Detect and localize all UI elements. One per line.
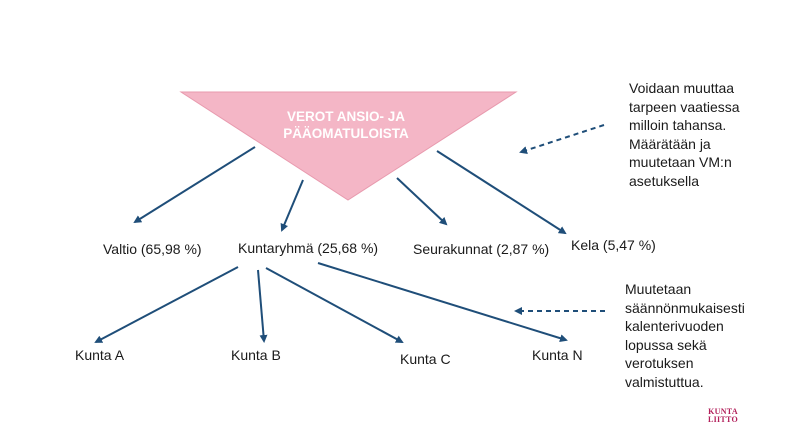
arrow-to-kuntaryhma [280,179,304,232]
kuntaliitto-logo: KUNTA LIITTO [700,408,746,424]
municipality-c: Kunta C [400,351,451,367]
tax-triangle [179,91,518,201]
note-bottom: Muutetaan säännönmukaisesti kalenterivuo… [625,281,745,390]
note-top: Voidaan muuttaa tarpeen vaatiessa milloi… [629,80,740,189]
recipient-kuntaryhma: Kuntaryhmä (25,68 %) [238,240,379,256]
logo-line-2: LIITTO [707,415,739,424]
recipient-valtio: Valtio (65,98 %) [103,241,202,257]
municipality-a: Kunta A [75,347,125,363]
arrow-to-kunta-a [94,266,239,343]
arrow-to-kela [436,150,567,235]
arrow-to-seurakunnat [396,177,448,226]
arrow-to-kunta-n [317,262,568,343]
municipality-b: Kunta B [231,347,281,363]
dashed-arrow-top-note [519,124,605,154]
municipality-n: Kunta N [532,347,583,363]
recipient-seurakunnat: Seurakunnat (2,87 %) [413,241,550,257]
arrow-to-kunta-b [257,269,268,343]
arrow-to-valtio [133,146,256,224]
recipient-kela: Kela (5,47 %) [571,237,656,253]
arrow-to-kunta-c [265,267,404,343]
triangle-label: VEROT ANSIO- JA PÄÄOMATULOISTA [283,109,409,141]
logo-line-1: KUNTA [708,407,738,416]
